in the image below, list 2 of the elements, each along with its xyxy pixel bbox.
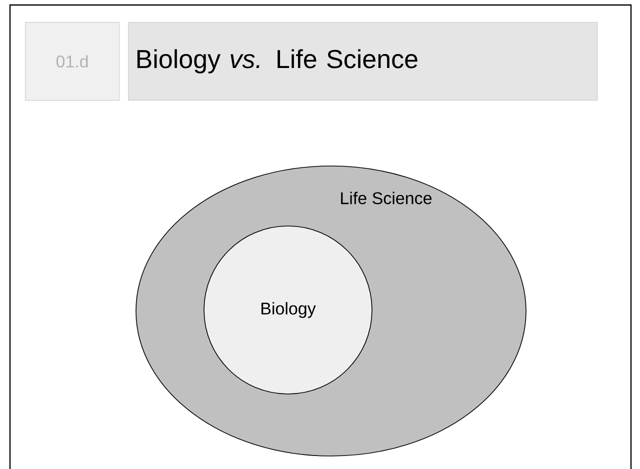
number-tab: 01.d (25, 22, 120, 101)
title-bar: Biology vs. Life Science (128, 22, 598, 101)
